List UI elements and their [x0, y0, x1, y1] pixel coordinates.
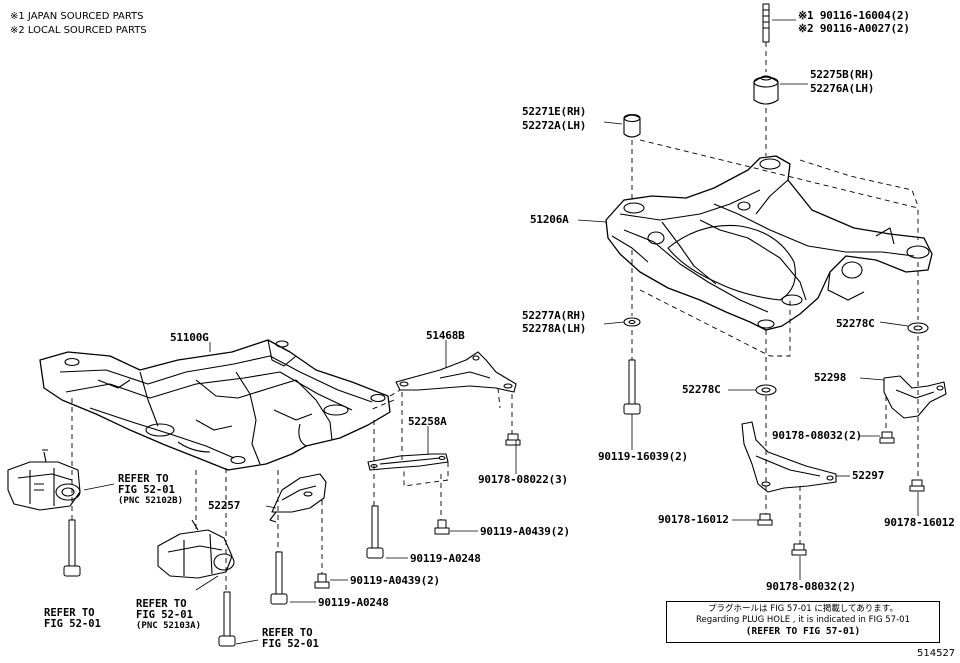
refer-pnc: (PNC 52102B): [118, 496, 184, 506]
dashed-guides-right: [631, 42, 919, 544]
bushings-right: [623, 75, 929, 396]
refer-text: REFER TO: [262, 627, 313, 639]
refer-fig: FIG 52-01: [262, 638, 319, 650]
bracket-52257: [269, 473, 327, 523]
label-90119-16039[interactable]: 90119-16039(2): [598, 450, 688, 463]
refer-text: REFER TO: [136, 598, 187, 610]
refer-fig: FIG 52-01: [118, 484, 175, 496]
label-52271E[interactable]: 52271E(RH): [522, 105, 587, 118]
note-local-sourced: ※2 LOCAL SOURCED PARTS: [10, 25, 147, 36]
refer-fig-52-01-pnc-52102B[interactable]: REFER TO FIG 52-01 (PNC 52102B): [118, 474, 183, 507]
rear-suspension-member-51206A: [605, 155, 933, 331]
note-japan-sourced: ※1 JAPAN SOURCED PARTS: [10, 11, 144, 22]
bolts-left-group: [63, 433, 521, 647]
front-crossmember-51100G: [39, 339, 391, 471]
refer-fig-52-01-left[interactable]: REFER TO FIG 52-01: [44, 608, 101, 630]
label-52258A[interactable]: 52258A: [408, 415, 447, 428]
label-52278A[interactable]: 52278A(LH): [522, 322, 587, 335]
bracket-51468B: [395, 351, 517, 393]
label-51468B[interactable]: 51468B: [426, 329, 465, 342]
dashed-guides-left: [71, 387, 513, 592]
label-52257[interactable]: 52257: [208, 499, 241, 512]
refer-fig: FIG 52-01: [44, 618, 101, 630]
label-90178-08022[interactable]: 90178-08022(3): [478, 473, 568, 486]
plug-note-english: Regarding PLUG HOLE , it is indicated in…: [696, 615, 910, 625]
label-51206A[interactable]: 51206A: [530, 213, 569, 226]
label-90116-16004[interactable]: ※1 90116-16004(2): [798, 9, 910, 22]
leader-lines-left: [83, 340, 517, 645]
label-51100G[interactable]: 51100G: [170, 331, 209, 344]
plug-hole-note-box: プラグホールは FIG 57-01 に掲載してあります。 Regarding P…: [666, 601, 940, 643]
label-90178-08032-a[interactable]: 90178-08032(2): [772, 429, 862, 442]
plug-note-reference[interactable]: (REFER TO FIG 57-01): [745, 626, 861, 637]
label-90119-A0248-b[interactable]: 90119-A0248: [318, 596, 389, 609]
bracket-52298: [883, 375, 947, 419]
label-90119-A0248-a[interactable]: 90119-A0248: [410, 552, 481, 565]
label-52277A[interactable]: 52277A(RH): [522, 309, 587, 322]
refer-pnc: (PNC 52103A): [136, 621, 202, 631]
figure-number: 514527: [917, 648, 956, 659]
label-90178-08032-b[interactable]: 90178-08032(2): [766, 580, 856, 593]
refer-text: REFER TO: [118, 473, 169, 485]
plug-note-japanese: プラグホールは FIG 57-01 に掲載してあります。: [708, 604, 898, 614]
label-52298[interactable]: 52298: [814, 371, 847, 384]
label-90119-A0439-b[interactable]: 90119-A0439(2): [350, 574, 440, 587]
label-90178-16012-left[interactable]: 90178-16012: [658, 513, 729, 526]
engine-mount-left: [7, 449, 81, 511]
refer-fig-52-01-pnc-52103A[interactable]: REFER TO FIG 52-01 (PNC 52103A): [136, 599, 201, 632]
label-90178-16012-right[interactable]: 90178-16012: [884, 516, 955, 529]
leader-lines-right: [577, 19, 919, 580]
label-90119-A0439-a[interactable]: 90119-A0439(2): [480, 525, 570, 538]
label-52278C-lower[interactable]: 52278C: [682, 383, 721, 396]
refer-fig: FIG 52-01: [136, 609, 193, 621]
label-52275B[interactable]: 52275B(RH): [810, 68, 875, 81]
label-90116-A0027[interactable]: ※2 90116-A0027(2): [798, 22, 910, 35]
label-52272A[interactable]: 52272A(LH): [522, 119, 587, 132]
label-52276A[interactable]: 52276A(LH): [810, 82, 875, 95]
label-52278C-upper[interactable]: 52278C: [836, 317, 875, 330]
brace-52258A: [367, 453, 449, 471]
refer-fig-52-01-bottom[interactable]: REFER TO FIG 52-01: [262, 628, 319, 650]
label-52297[interactable]: 52297: [852, 469, 885, 482]
refer-text: REFER TO: [44, 607, 95, 619]
engine-mount-center: [157, 519, 235, 579]
